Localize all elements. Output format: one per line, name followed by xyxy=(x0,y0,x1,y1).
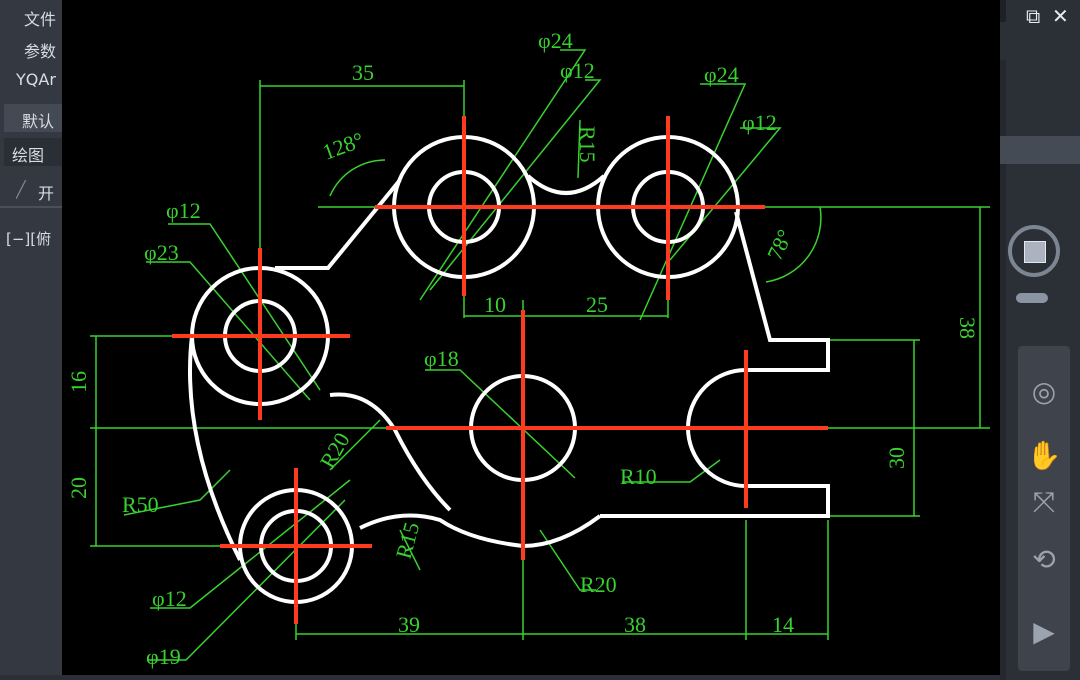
diam-12-d: φ12 xyxy=(152,586,187,611)
radius-20-a: R20 xyxy=(315,428,355,472)
radius-15-b: R15 xyxy=(391,519,425,561)
panel-divider xyxy=(0,206,62,208)
tab-default[interactable]: 默认 xyxy=(22,112,55,131)
dim-20: 20 xyxy=(66,477,91,499)
angle-128: 128° xyxy=(319,127,367,165)
drawing-viewport[interactable]: 35 10 25 38 16 20 30 39 38 14 φ24 φ12 φ2… xyxy=(62,0,1000,675)
tab-default-bg xyxy=(4,104,62,132)
dim-14: 14 xyxy=(772,612,794,637)
dim-25: 25 xyxy=(586,292,608,317)
dimension-lines xyxy=(90,49,990,661)
diam-24-b: φ24 xyxy=(704,62,739,87)
restore-window-icon[interactable]: ⧉ xyxy=(1026,4,1041,28)
dim-16: 16 xyxy=(66,371,91,393)
dim-35: 35 xyxy=(352,60,374,85)
pan-hand-icon[interactable]: ✋ xyxy=(1026,439,1062,472)
orbit-icon[interactable]: ⟲ xyxy=(1032,543,1056,576)
viewport-label[interactable]: [−][俯 xyxy=(6,230,52,248)
close-window-icon[interactable]: ✕ xyxy=(1052,4,1069,28)
dim-39: 39 xyxy=(398,612,420,637)
menu-yqar[interactable]: YQAr xyxy=(16,70,56,89)
viewcube-menu[interactable] xyxy=(1016,293,1048,303)
zoom-extents-icon[interactable]: ⤧ xyxy=(1032,485,1056,518)
center-lines xyxy=(172,116,828,624)
radius-20-b: R20 xyxy=(580,572,617,597)
diam-12-a: φ12 xyxy=(560,58,595,83)
viewcube-icon[interactable] xyxy=(1008,225,1060,277)
cad-drawing: 35 10 25 38 16 20 30 39 38 14 φ24 φ12 φ2… xyxy=(66,28,990,669)
tab-draw-bg xyxy=(4,138,62,166)
radius-10: R10 xyxy=(620,464,657,489)
dim-38-vertical: 38 xyxy=(955,317,980,339)
right-strip xyxy=(1000,60,1006,680)
left-panel: 文件 参数 YQAr 默认 绘图 ╱ 开 [−][俯 xyxy=(0,0,62,675)
dim-30: 30 xyxy=(884,447,909,469)
tab-draw[interactable]: 绘图 xyxy=(12,146,45,165)
diam-23: φ23 xyxy=(144,240,179,265)
right-strip-top xyxy=(1000,0,1006,22)
tab-divider: ╱ xyxy=(16,180,26,199)
tab-open[interactable]: 开 xyxy=(38,184,55,203)
steering-wheel-icon[interactable]: ◎ xyxy=(1031,375,1057,408)
diam-12-c: φ12 xyxy=(166,198,201,223)
showmotion-icon[interactable]: ▶ xyxy=(1033,615,1055,648)
angle-78: 78° xyxy=(762,226,798,264)
diam-19: φ19 xyxy=(146,644,181,669)
menu-params[interactable]: 参数 xyxy=(24,42,57,61)
radius-15-a: R15 xyxy=(575,126,600,163)
navigation-bar: ◎ ✋ ⤧ ⟲ ▶ xyxy=(1018,346,1070,671)
right-toolbar-bar xyxy=(1000,136,1080,164)
dim-38-horizontal: 38 xyxy=(624,612,646,637)
dim-10: 10 xyxy=(484,292,506,317)
diam-12-b: φ12 xyxy=(742,110,777,135)
diam-24-a: φ24 xyxy=(538,28,573,53)
radius-50: R50 xyxy=(122,492,159,517)
viewcube-face[interactable] xyxy=(1024,241,1046,263)
menu-file[interactable]: 文件 xyxy=(24,10,57,29)
diam-18: φ18 xyxy=(424,346,459,371)
